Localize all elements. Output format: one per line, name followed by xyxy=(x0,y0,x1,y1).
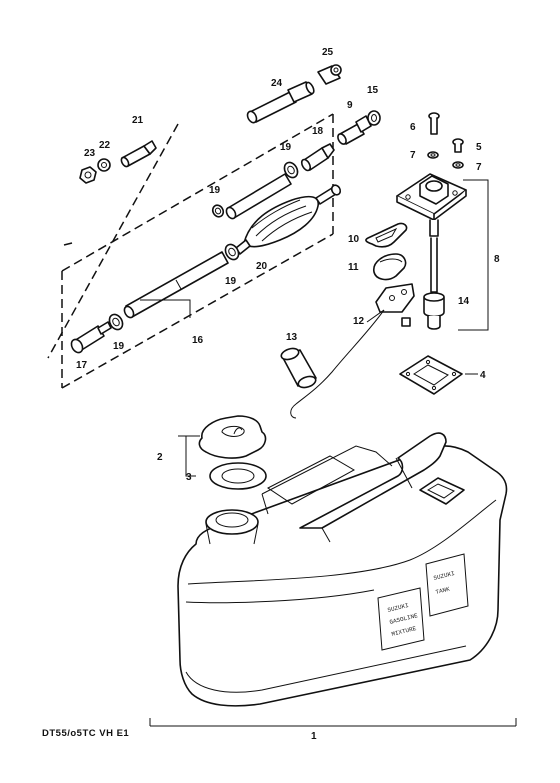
cap-seal xyxy=(209,462,267,490)
washer-small xyxy=(97,158,111,172)
fuel-hose-upper xyxy=(225,173,292,220)
callout-20: 20 xyxy=(256,261,268,272)
callout-23: 23 xyxy=(84,148,96,159)
fitting-elbow xyxy=(317,64,342,85)
washer-7a xyxy=(427,151,439,159)
callout-9: 9 xyxy=(347,100,353,111)
hose-fitting-long xyxy=(246,81,315,124)
bracket-8 xyxy=(458,179,489,331)
engine-side-connector xyxy=(70,321,112,354)
callout-7b: 7 xyxy=(476,162,482,173)
callout-21: 21 xyxy=(132,115,144,126)
callout-24: 24 xyxy=(271,78,283,89)
vent-cap xyxy=(280,347,317,389)
callout-19a: 19 xyxy=(280,142,292,153)
callout-19c: 19 xyxy=(225,276,237,287)
callouts: 1 2 3 4 5 6 7 7 8 9 10 11 12 13 14 15 16… xyxy=(76,47,500,742)
fuel-pickup-tube xyxy=(430,237,438,293)
callout-14: 14 xyxy=(458,296,470,307)
gasket-small xyxy=(365,222,408,248)
callout-12: 12 xyxy=(353,316,365,327)
callout-15: 15 xyxy=(367,85,379,96)
fuel-tank-cap xyxy=(198,415,267,459)
callout-4: 4 xyxy=(480,370,486,381)
callout-1: 1 xyxy=(311,731,317,742)
primer-bulb xyxy=(235,184,342,255)
callout-17: 17 xyxy=(76,360,88,371)
washer-7b xyxy=(452,161,464,169)
nut-small xyxy=(79,166,97,184)
callout-19b: 19 xyxy=(209,185,221,196)
leader-lines xyxy=(140,299,517,727)
screw-short xyxy=(452,138,464,153)
small-connector xyxy=(120,140,157,168)
callout-18: 18 xyxy=(312,126,324,137)
callout-13: 13 xyxy=(286,332,298,343)
callout-2: 2 xyxy=(157,452,163,463)
callout-11: 11 xyxy=(348,262,359,273)
o-ring xyxy=(367,110,381,126)
gasket-square xyxy=(399,355,463,395)
fuel-hose-lower xyxy=(123,251,229,319)
callout-8: 8 xyxy=(494,254,500,265)
tank-side-connector xyxy=(300,143,335,172)
screw-long xyxy=(428,112,440,135)
hose-clamp-bulb xyxy=(224,243,240,261)
hose-clamp-upper xyxy=(283,161,299,179)
decal-line-5: TANK xyxy=(435,586,451,596)
callout-22: 22 xyxy=(99,140,111,151)
callout-25: 25 xyxy=(322,47,334,58)
callout-5: 5 xyxy=(476,142,482,153)
fuel-connector xyxy=(337,115,372,145)
hose-kit-boundary xyxy=(47,113,334,389)
fuel-strainer xyxy=(423,292,445,330)
callout-6: 6 xyxy=(410,122,416,133)
callout-16: 16 xyxy=(192,335,204,346)
mounting-plate xyxy=(375,283,415,327)
cap-chain xyxy=(290,309,385,419)
callout-19d: 19 xyxy=(113,341,125,352)
callout-7a: 7 xyxy=(410,150,416,161)
diagram-caption: DT55/o5TC VH E1 xyxy=(42,728,129,739)
hose-clamp-lower xyxy=(108,313,124,331)
callout-3: 3 xyxy=(186,472,192,483)
fuel-gauge-housing xyxy=(396,173,467,237)
callout-10: 10 xyxy=(348,234,360,245)
hose-clamp-small xyxy=(211,204,225,218)
fuel-tank xyxy=(177,432,508,707)
check-valve-cover xyxy=(373,253,407,281)
